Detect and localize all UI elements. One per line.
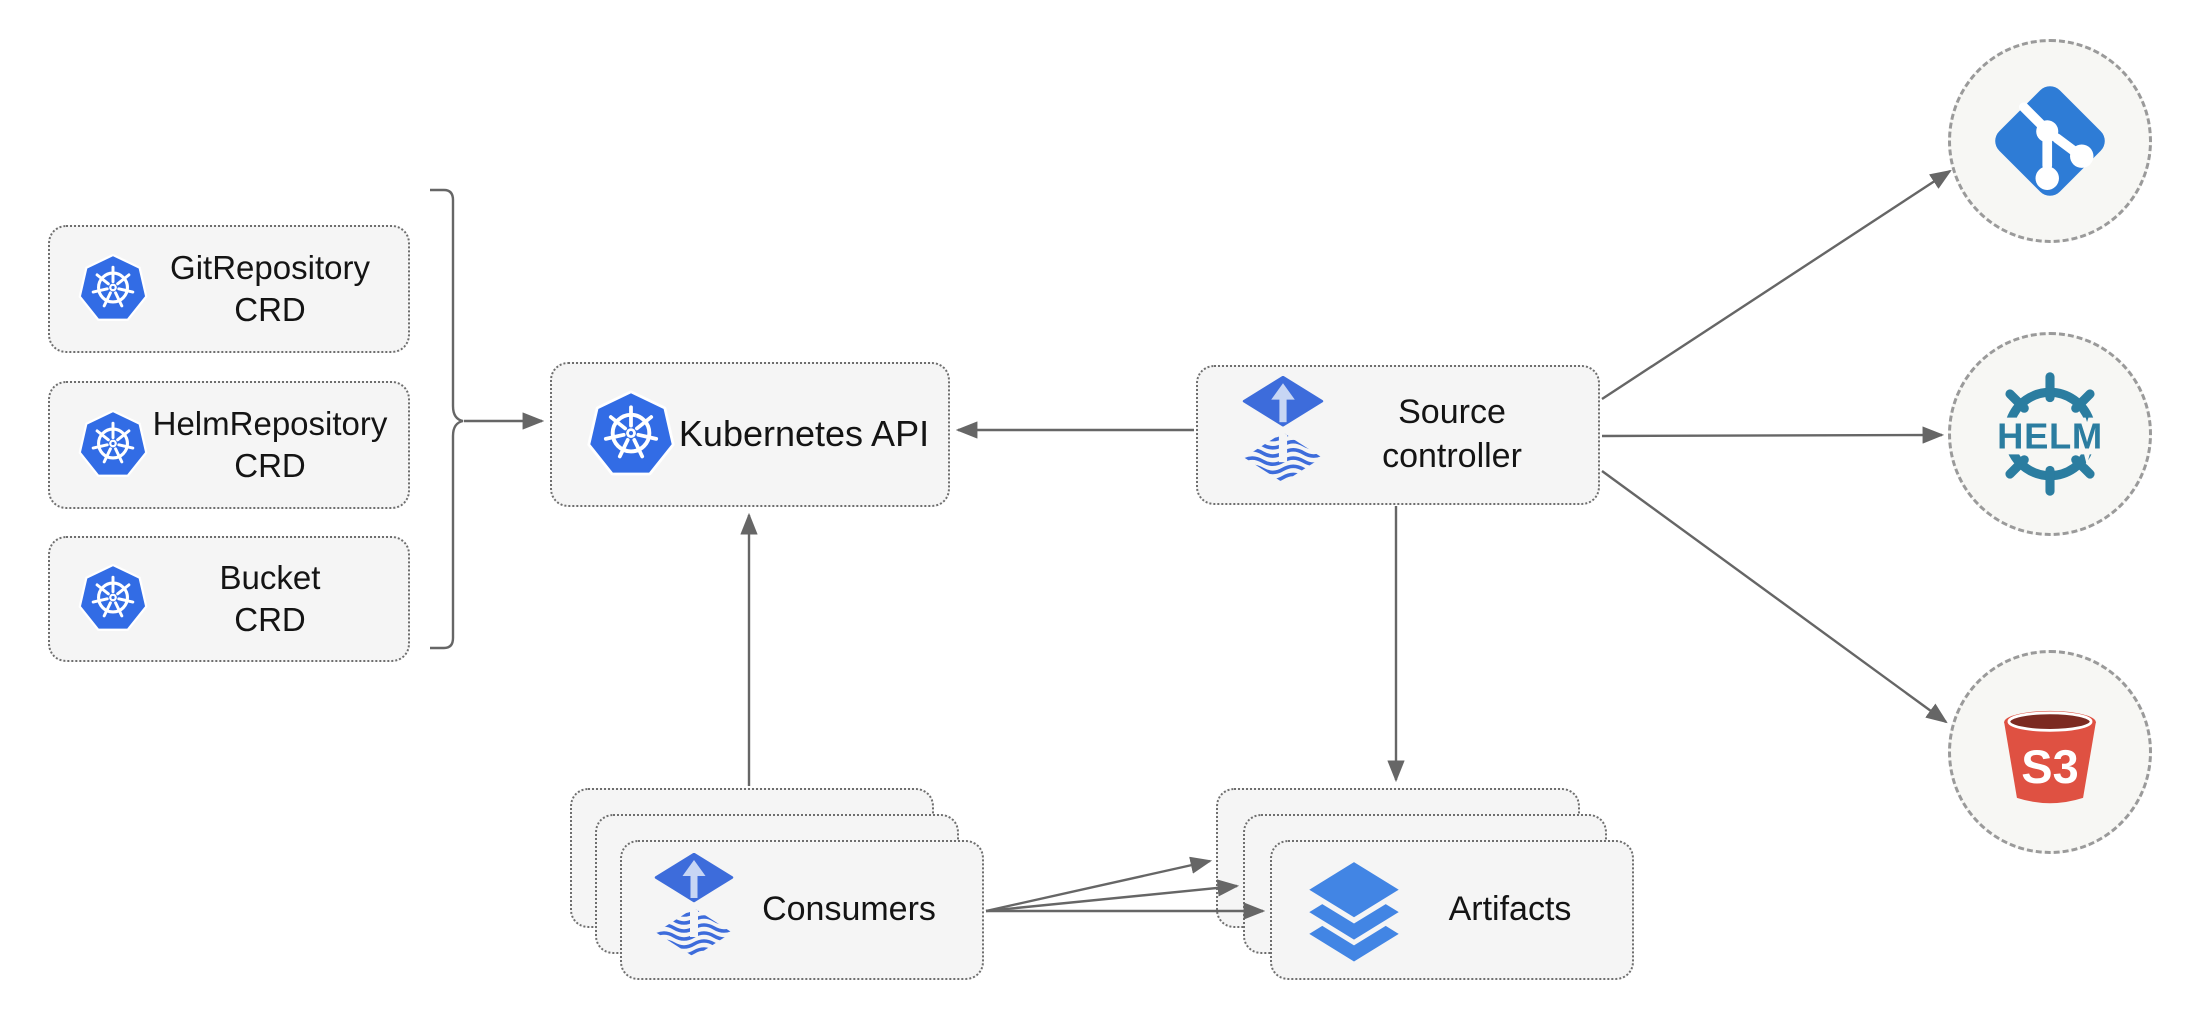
node-helmrepository-crd: HelmRepository CRD <box>48 381 410 509</box>
node-bucket-crd: Bucket CRD <box>48 536 410 662</box>
kubernetes-api-label: Kubernetes API <box>678 413 930 455</box>
edge-consumers-to-artifacts-2 <box>985 879 1240 913</box>
kubernetes-icon <box>584 388 678 482</box>
gitrepository-crd-label: GitRepository CRD <box>170 248 370 328</box>
kubernetes-icon <box>76 562 150 636</box>
helm-icon: HELM <box>1991 356 2108 512</box>
edge-source-controller-to-s3 <box>1601 470 1948 724</box>
layers-icon <box>1302 858 1406 962</box>
flux-icon <box>654 853 734 968</box>
edge-consumers-to-artifacts-1 <box>985 856 1213 913</box>
external-source-git <box>1948 39 2152 243</box>
artifacts-label: Artifacts <box>1448 890 1572 929</box>
s3-bucket-icon: S3 <box>1986 688 2114 816</box>
edge-source-controller-to-git <box>1601 169 1952 401</box>
crd-group-brace <box>430 188 464 650</box>
source-controller-label: Source controller <box>1382 393 1522 475</box>
git-icon <box>1981 72 2119 210</box>
helmrepository-crd-label: HelmRepository CRD <box>152 404 388 484</box>
kubernetes-icon <box>76 408 150 482</box>
node-artifacts: Artifacts <box>1270 840 1634 980</box>
node-gitrepository-crd: GitRepository CRD <box>48 225 410 353</box>
edge-source-controller-to-helm <box>1601 426 1945 444</box>
bucket-crd-label: Bucket CRD <box>219 558 321 638</box>
helm-wordmark: HELM <box>1997 415 2103 456</box>
kubernetes-icon <box>76 252 150 326</box>
node-kubernetes-api: Kubernetes API <box>550 362 950 507</box>
node-source-controller: Source controller <box>1196 365 1600 505</box>
external-source-helm: HELM <box>1948 332 2152 536</box>
consumers-label: Consumers <box>762 890 936 929</box>
external-source-s3: S3 <box>1948 650 2152 854</box>
node-consumers: Consumers <box>620 840 984 980</box>
flux-icon <box>1242 376 1324 494</box>
s3-wordmark: S3 <box>2021 741 2078 793</box>
